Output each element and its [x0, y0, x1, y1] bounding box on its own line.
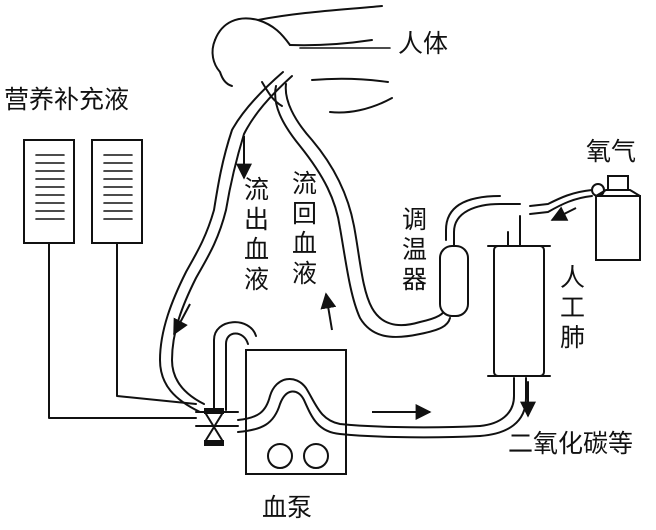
thermostat — [439, 195, 521, 317]
vertical-char: 液 — [292, 259, 317, 288]
vertical-char: 出 — [244, 205, 269, 234]
label-oxygen: 氧气 — [586, 137, 636, 166]
vertical-char: 温 — [402, 235, 427, 264]
label-human-body: 人体 — [398, 29, 448, 58]
label-thermostat: 调温器 — [402, 205, 427, 294]
label-outflow-blood: 流出血液 — [244, 175, 269, 294]
artificial-lung — [487, 215, 551, 411]
vertical-char: 人 — [560, 263, 585, 292]
label-nutrient-fluid: 营养补充液 — [4, 85, 129, 114]
nutrient-bags — [23, 139, 197, 419]
vertical-char: 流 — [244, 175, 269, 204]
label-blood-pump: 血泵 — [262, 493, 312, 522]
pump-to-lung-tube — [479, 377, 527, 437]
vertical-char: 血 — [292, 229, 317, 258]
return-tube — [274, 83, 451, 338]
vertical-char: 器 — [402, 265, 427, 294]
connector-valve — [195, 408, 239, 446]
vertical-char: 肺 — [560, 323, 585, 352]
arrow-return — [320, 292, 337, 331]
vertical-char: 血 — [244, 235, 269, 264]
vertical-char: 液 — [244, 265, 269, 294]
vertical-char: 回 — [292, 199, 317, 228]
vertical-char: 调 — [402, 205, 427, 234]
arrow-oxygen — [550, 206, 577, 221]
flow-arrows — [173, 136, 577, 420]
oxygen-tank — [529, 175, 641, 261]
outflow-tube — [159, 71, 293, 413]
label-return-blood: 流回血液 — [292, 169, 317, 288]
vertical-char: 流 — [292, 169, 317, 198]
human-body-figure — [211, 5, 393, 114]
vertical-char: 工 — [560, 293, 585, 322]
blood-pump — [213, 321, 481, 475]
arrow-outflow-2 — [173, 303, 191, 336]
label-artificial-lung: 人工肺 — [560, 263, 585, 352]
label-co2-etc: 二氧化碳等 — [508, 429, 633, 458]
labels: 人体 营养补充液 氧气 二氧化碳等 血泵 流出血液 流回血液 调温器 人工肺 — [4, 29, 636, 522]
